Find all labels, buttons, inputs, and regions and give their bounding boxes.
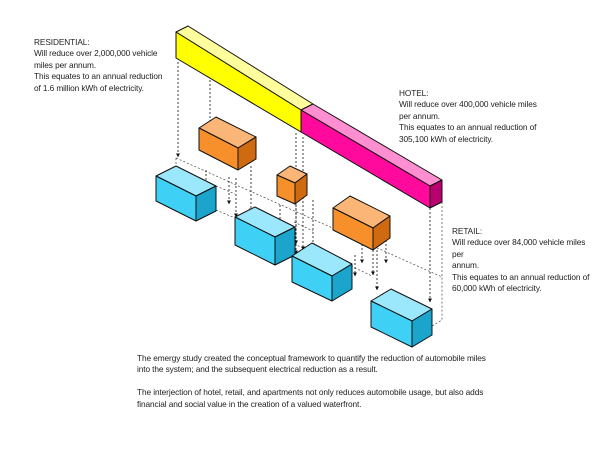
blue-box-3 [291,242,353,302]
transport-bar [175,25,443,209]
caption: The emergy study created the conceptual … [137,353,507,421]
hotel-line: 305,100 kWh of electricity. [399,133,493,144]
residential-note: RESIDENTIAL: Will reduce over 2,000,000 … [34,37,174,94]
orange-box-2 [276,165,308,205]
orange-box-1 [198,116,257,171]
hotel-line: This equates to an annual reduction of [399,122,537,133]
residential-line: of 1.6 million kWh of electricity. [34,82,144,93]
blue-box-4 [370,288,433,348]
residential-bar-front [175,31,302,133]
blue-box-1 [155,165,217,222]
caption-paragraph-2: The interjection of hotel, retail, and a… [137,387,507,410]
caption-line: into the system; and the subsequent elec… [137,364,378,375]
caption-line: financial and social value in the creati… [137,398,362,409]
hotel-line: per annum. [399,110,440,121]
retail-line: annum. [452,260,480,271]
retail-line: 60,000 kWh of electricity. [452,283,542,294]
blue-box-2 [234,206,296,266]
retail-line: This equates to an annual reduction of [452,271,590,282]
caption-paragraph-1: The emergy study created the conceptual … [137,353,507,376]
caption-line: The interjection of hotel, retail, and a… [137,387,484,398]
residential-line: Will reduce over 2,000,000 vehicle [34,48,158,59]
hotel-note: HOTEL: Will reduce over 400,000 vehicle … [399,88,569,145]
retail-heading: RETAIL: [452,226,483,236]
retail-line: Will reduce over 84,000 vehicle miles pe… [452,237,586,259]
residential-line: This equates to an annual reduction [34,71,163,82]
residential-heading: RESIDENTIAL: [34,37,90,47]
hotel-line: Will reduce over 400,000 vehicle miles [399,99,537,110]
retail-note: RETAIL: Will reduce over 84,000 vehicle … [452,226,597,294]
residential-line: miles per annum. [34,59,97,70]
hotel-heading: HOTEL: [399,88,429,98]
orange-box-3 [332,195,391,251]
caption-line: The emergy study created the conceptual … [137,353,486,363]
